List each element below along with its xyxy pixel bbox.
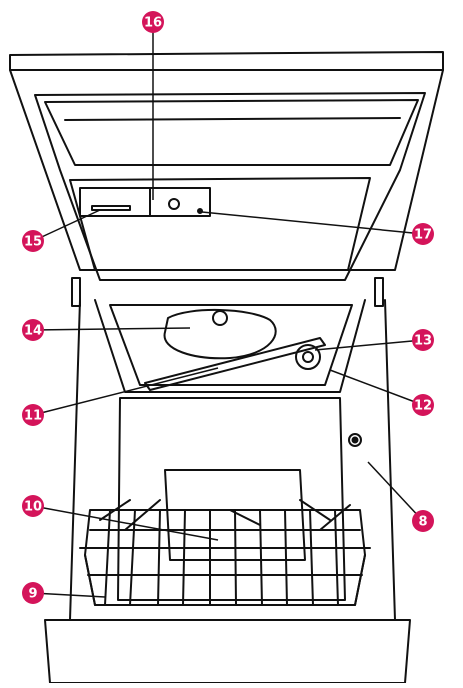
callout-13-label: 13 <box>414 334 432 349</box>
callout-15: 15 <box>22 230 44 252</box>
callout-12-label: 12 <box>414 399 432 414</box>
lower-basket <box>79 469 371 606</box>
rinse-aid-cap <box>348 433 362 447</box>
callout-15-label: 15 <box>24 235 42 250</box>
callout-17: 17 <box>412 223 434 245</box>
callout-10-label: 10 <box>24 500 42 515</box>
callout-10: 10 <box>22 495 44 517</box>
door <box>9 51 444 281</box>
callout-16-label: 16 <box>144 16 162 31</box>
callout-12: 12 <box>412 394 434 416</box>
callout-8-label: 8 <box>418 515 427 530</box>
callout-17-label: 17 <box>414 228 432 243</box>
detergent-dispenser <box>79 187 211 217</box>
spray-arm-assembly <box>144 308 326 391</box>
callout-8: 8 <box>412 510 434 532</box>
callout-11-label: 11 <box>24 409 42 424</box>
callout-13: 13 <box>412 329 434 351</box>
door-hinges <box>71 277 384 307</box>
callout-14: 14 <box>22 319 44 341</box>
callout-9: 9 <box>22 582 44 604</box>
callout-14-label: 14 <box>24 324 42 339</box>
leader-lines <box>32 22 424 598</box>
callout-9-label: 9 <box>28 587 37 602</box>
callout-11: 11 <box>22 404 44 426</box>
callout-16: 16 <box>142 11 164 33</box>
